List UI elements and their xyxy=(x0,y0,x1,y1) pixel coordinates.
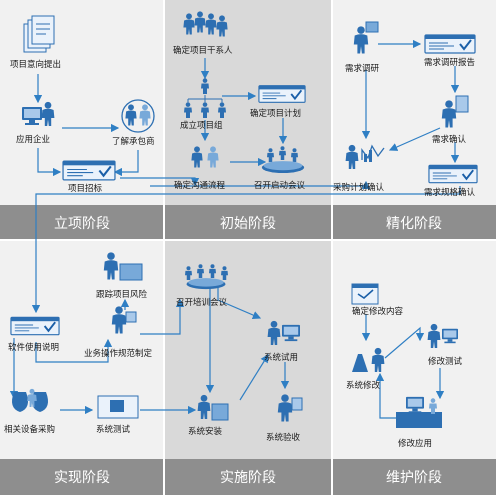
phase-label-chushi: 初始阶段 xyxy=(220,215,276,232)
node-xiugai-ceshi: 修改测试 xyxy=(427,323,463,367)
handshake-icon xyxy=(121,99,155,133)
node-xitong-anzhuang: 系统安装 xyxy=(188,394,229,437)
node-ruanjian-shuoming: 软件使用说明 xyxy=(8,316,60,353)
check-document-icon xyxy=(424,34,476,54)
phase-label-weihu: 维护阶段 xyxy=(386,470,442,486)
org-chart-icon xyxy=(184,78,226,118)
check-document-icon xyxy=(258,84,306,104)
svg-text:项目意向提出: 项目意向提出 xyxy=(10,59,61,70)
svg-text:系统验收: 系统验收 xyxy=(266,432,301,443)
band-lixiang xyxy=(0,205,163,239)
band-jinghua xyxy=(333,205,496,239)
svg-text:业务操作规范制定: 业务操作规范制定 xyxy=(84,348,153,359)
node-guige-queren: 需求规格确认 xyxy=(424,164,478,198)
node-zhaokai-peixun: 召开培训会议 xyxy=(176,264,228,308)
check-document-icon xyxy=(62,160,116,181)
svg-text:需求调研报告: 需求调研报告 xyxy=(424,57,475,68)
documents-stack-icon xyxy=(23,15,55,53)
svg-text:确定项目计划: 确定项目计划 xyxy=(250,108,301,119)
svg-text:确定沟通流程: 确定沟通流程 xyxy=(174,180,226,191)
computer-icon xyxy=(97,395,139,419)
svg-text:采购计划确认: 采购计划确认 xyxy=(333,182,385,193)
svg-text:跟踪项目风险: 跟踪项目风险 xyxy=(96,289,148,300)
carrying-box-icon xyxy=(353,21,379,54)
node-chengli-zu: 成立项目组 xyxy=(180,78,226,131)
node-yewu-guifan: 业务操作规范制定 xyxy=(84,306,153,359)
node-diaoyan-baogao: 需求调研报告 xyxy=(424,34,476,68)
node-zhaokai-qidong: 召开启动会议 xyxy=(254,146,306,191)
node-xuqiu-queren: 需求确认 xyxy=(432,95,469,145)
node-caigou-queren: 采购计划确认 xyxy=(333,144,385,193)
trainer-icon xyxy=(111,306,137,334)
node-xitong-yanshou: 系统验收 xyxy=(266,394,303,443)
node-xiangmu-zhaobiao: 项目招标 xyxy=(62,160,116,194)
svg-text:应用企业: 应用企业 xyxy=(16,134,50,145)
presenter-icon xyxy=(441,95,469,128)
band-chushi xyxy=(165,205,331,239)
node-xuqiu-diaoyan: 需求调研 xyxy=(345,21,380,74)
svg-text:修改应用: 修改应用 xyxy=(398,438,432,449)
node-xitong-ceshi: 系统测试 xyxy=(96,395,139,435)
svg-text:成立项目组: 成立项目组 xyxy=(180,120,223,131)
svg-text:确定修改内容: 确定修改内容 xyxy=(352,306,404,317)
check-document-icon xyxy=(10,316,60,336)
lab-icon xyxy=(352,347,385,372)
band-shishi xyxy=(165,459,331,495)
phase-label-jinghua: 精化阶段 xyxy=(386,216,442,232)
svg-text:相关设备采购: 相关设备采购 xyxy=(4,424,55,435)
money-bags-icon xyxy=(12,388,48,412)
band-weihu xyxy=(333,459,496,495)
pushing-icon xyxy=(103,252,143,281)
node-xiangmu-yixiang: 项目意向提出 xyxy=(10,15,61,70)
svg-text:系统试用: 系统试用 xyxy=(264,352,298,363)
presenter-icon xyxy=(277,394,303,422)
svg-text:了解承包商: 了解承包商 xyxy=(112,136,155,147)
svg-text:项目招标: 项目招标 xyxy=(68,183,103,194)
node-xitong-shiyong: 系统试用 xyxy=(264,320,300,363)
band-shixian xyxy=(0,459,163,495)
node-queding-jihua: 确定项目计划 xyxy=(250,84,306,119)
phase-label-shishi: 实施阶段 xyxy=(220,470,276,486)
node-xiangguan-caigou: 相关设备采购 xyxy=(4,388,55,435)
node-xiugai-yingyong: 修改应用 xyxy=(396,396,442,449)
node-queding-xiugai: 确定修改内容 xyxy=(351,283,404,317)
node-genzong-fengxian: 跟踪项目风险 xyxy=(96,252,148,300)
node-queding-ganxi: 确定项目干系人 xyxy=(173,11,233,56)
svg-text:需求规格确认: 需求规格确认 xyxy=(424,187,476,198)
svg-text:软件使用说明: 软件使用说明 xyxy=(8,342,59,353)
svg-text:系统安装: 系统安装 xyxy=(188,426,223,437)
node-xitong-xiugai: 系统修改 xyxy=(346,347,385,391)
analyst-chart-icon xyxy=(345,144,385,169)
svg-text:修改测试: 修改测试 xyxy=(428,356,463,367)
node-queding-liucheng: 确定沟通流程 xyxy=(174,146,226,191)
check-document-icon xyxy=(351,283,379,305)
svg-text:系统测试: 系统测试 xyxy=(96,424,131,435)
node-liaojie-baoshang: 了解承包商 xyxy=(112,99,155,147)
phase-label-lixiang: 立项阶段 xyxy=(54,216,110,232)
svg-text:需求调研: 需求调研 xyxy=(345,63,380,74)
phase-label-shixian: 实现阶段 xyxy=(54,470,110,486)
svg-text:系统修改: 系统修改 xyxy=(346,380,381,391)
svg-text:需求确认: 需求确认 xyxy=(432,134,467,145)
installer-icon xyxy=(197,394,229,421)
svg-text:召开启动会议: 召开启动会议 xyxy=(254,180,306,191)
svg-text:召开培训会议: 召开培训会议 xyxy=(176,297,228,308)
connectors xyxy=(9,39,461,419)
panel-shishi xyxy=(165,241,331,459)
computer-desk-icon xyxy=(396,396,442,428)
node-yingyong-qiye: 应用企业 xyxy=(16,101,55,145)
svg-text:确定项目干系人: 确定项目干系人 xyxy=(173,45,233,56)
check-document-icon xyxy=(428,164,478,184)
